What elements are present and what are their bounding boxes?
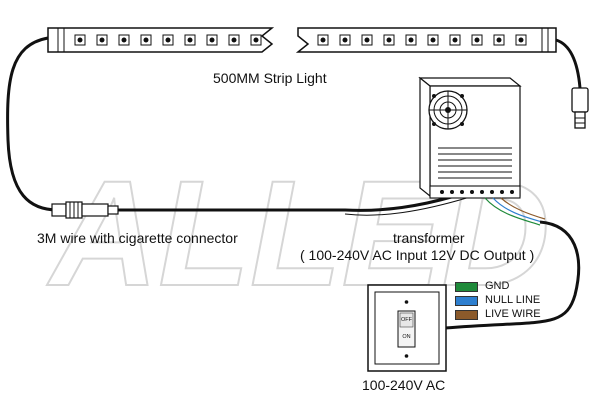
- ac-input-wires: [484, 197, 546, 226]
- strip-light-label: 500MM Strip Light: [213, 70, 327, 86]
- led-dot: [187, 37, 193, 43]
- switch-off-label: OFF: [401, 317, 413, 323]
- ac-source-label: 100-240V AC: [362, 377, 446, 393]
- legend-swatch: [455, 310, 478, 320]
- switch-on-label: ON: [402, 334, 410, 340]
- legend-label: LIVE WIRE: [485, 308, 541, 320]
- legend-swatch: [455, 282, 478, 292]
- led-dot: [320, 37, 326, 43]
- led-dot: [143, 37, 149, 43]
- strip-cable-left: [6, 36, 59, 212]
- strip-cable-right: [555, 38, 582, 89]
- barrel-connector-icon: [51, 201, 119, 219]
- led-strip-left: [47, 27, 275, 53]
- transformer-spec: ( 100-240V AC Input 12V DC Output ): [300, 247, 535, 263]
- led-strip-right: [295, 27, 557, 53]
- led-dot: [386, 37, 392, 43]
- led-dot: [408, 37, 414, 43]
- transformer-title: transformer: [393, 230, 465, 246]
- fan-icon: [428, 90, 468, 130]
- dc-output-wire: [118, 194, 456, 212]
- led-dot: [99, 37, 105, 43]
- led-dot: [165, 37, 171, 43]
- led-dot: [77, 37, 83, 43]
- led-dot: [253, 37, 259, 43]
- dc-jack-icon: [571, 87, 589, 129]
- legend-label: GND: [485, 280, 510, 292]
- led-dot: [231, 37, 237, 43]
- rocker-switch-icon: OFF ON: [367, 284, 447, 372]
- led-dot: [364, 37, 370, 43]
- led-dot: [518, 37, 524, 43]
- wire-label: 3M wire with cigarette connector: [37, 230, 238, 246]
- led-dot: [474, 37, 480, 43]
- led-dot: [452, 37, 458, 43]
- ac-cable: [444, 220, 581, 330]
- led-dot: [121, 37, 127, 43]
- led-dot: [342, 37, 348, 43]
- led-dot: [430, 37, 436, 43]
- led-dot: [496, 37, 502, 43]
- led-dot: [209, 37, 215, 43]
- legend-label: NULL LINE: [485, 294, 541, 306]
- legend-swatch: [455, 296, 478, 306]
